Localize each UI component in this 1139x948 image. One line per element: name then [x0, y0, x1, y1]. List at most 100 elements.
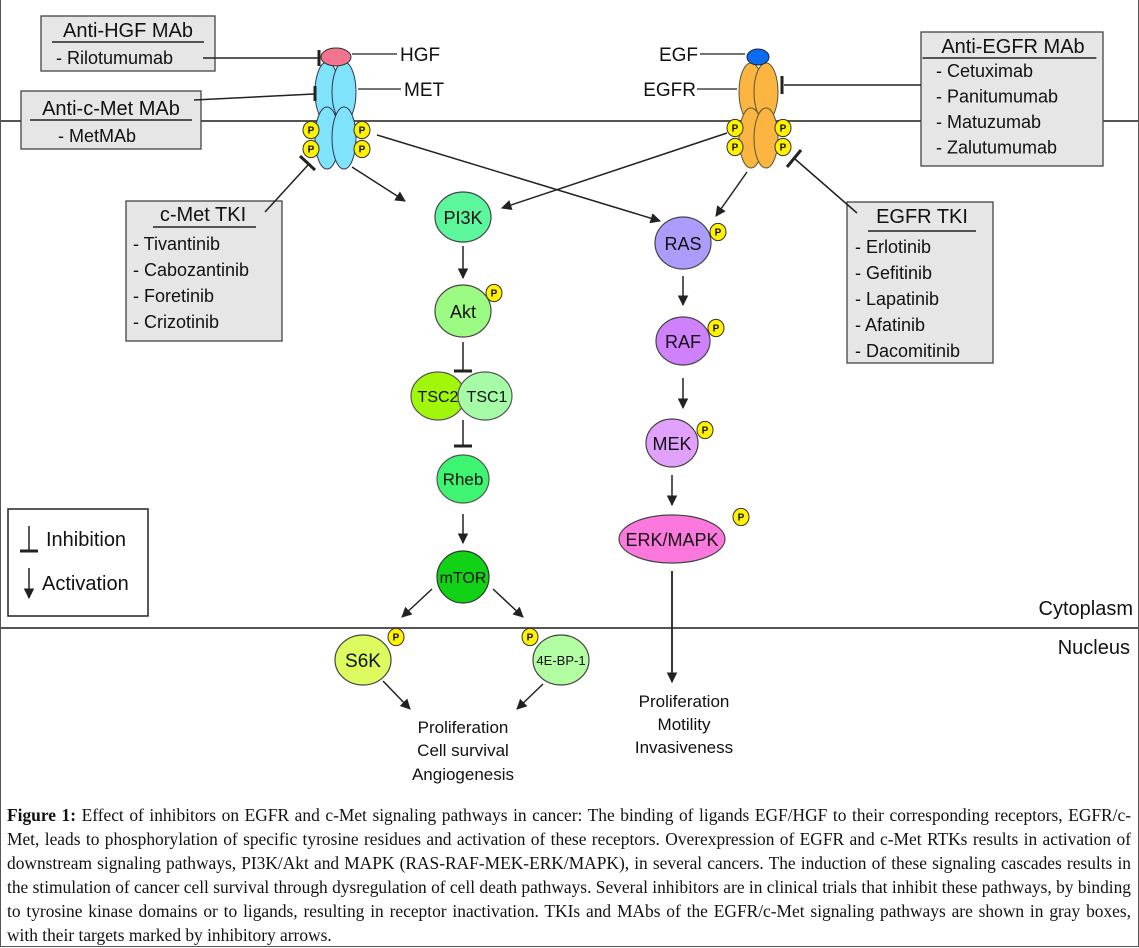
egfr-tki-box: EGFR TKI - Erlotinib - Gefitinib - Lapatin… [846, 201, 994, 364]
svg-text:4E-BP-1: 4E-BP-1 [536, 653, 585, 668]
svg-text:Rheb: Rheb [443, 470, 484, 489]
tsc1-label: TSC1 [467, 389, 508, 406]
phospho-icon: P [485, 283, 503, 303]
tsc2-label: TSC2 [418, 389, 459, 406]
svg-text:MEK: MEK [652, 434, 691, 454]
anti-cmet-title: Anti-c-Met MAb [42, 98, 180, 120]
egfr-label: EGFR [643, 80, 696, 101]
inhibition-tbar [785, 149, 803, 168]
hgf-ligand [320, 47, 352, 67]
anti-cmet-mab-box: Anti-c-Met MAb - MetMAb [20, 90, 202, 150]
svg-text:P: P [702, 426, 709, 437]
node-tsc-complex: TSC2 TSC1 [410, 371, 513, 421]
phospho-icon: P [774, 137, 792, 157]
svg-text:P: P [359, 145, 366, 156]
svg-text:P: P [715, 228, 722, 239]
node-mtor: mTOR [436, 550, 490, 604]
phospho-icon: P [353, 120, 371, 140]
svg-text:Proliferation: Proliferation [639, 692, 730, 711]
node-ras: RAS [654, 216, 712, 270]
svg-text:P: P [713, 324, 720, 335]
drug-list-item: - Panitumumab [936, 87, 1058, 107]
drug-list-item: - Foretinib [133, 286, 214, 306]
drug-list-item: - Cetuximab [936, 61, 1033, 81]
svg-text:P: P [308, 145, 315, 156]
anti-hgf-mab-box: Anti-HGF MAb - Rilotumumab [40, 15, 216, 72]
svg-text:P: P [308, 126, 315, 137]
drug-list-item: - Cabozantinib [133, 260, 249, 280]
egfr-tki-title: EGFR TKI [876, 206, 968, 228]
svg-text:Motility: Motility [658, 715, 711, 734]
phospho-icon: P [774, 118, 792, 138]
anti-egfr-mab-box: Anti-EGFR MAb - Cetuximab - Panitumumab - … [920, 31, 1104, 167]
egf-ligand [746, 48, 770, 66]
svg-text:RAS: RAS [664, 234, 701, 254]
drug-list-item: - Tivantinib [133, 234, 220, 254]
phospho-icon: P [302, 120, 320, 140]
phospho-icon: P [387, 627, 405, 647]
svg-text:ERK/MAPK: ERK/MAPK [625, 530, 718, 550]
svg-text:mTOR: mTOR [440, 570, 487, 587]
svg-text:P: P [732, 143, 739, 154]
phospho-icon: P [353, 139, 371, 159]
drug-list-item: - Matuzumab [936, 112, 1041, 132]
phospho-icon: P [726, 137, 744, 157]
drug-list-item: - Erlotinib [855, 237, 931, 257]
met-label: MET [404, 80, 445, 101]
svg-text:P: P [738, 513, 745, 524]
drug-list-item: - Afatinib [855, 315, 925, 335]
node-pi3k: PI3K [434, 191, 492, 243]
svg-text:P: P [780, 143, 787, 154]
outcome-pi3k-path: Proliferation Cell survival Angiogenesis [412, 718, 514, 784]
legend-inhibition: Inhibition [46, 529, 126, 551]
caption-text: Effect of inhibitors on EGFR and c-Met s… [7, 805, 1131, 945]
svg-text:PI3K: PI3K [443, 208, 482, 228]
svg-text:P: P [732, 124, 739, 135]
phospho-icon: P [707, 318, 725, 338]
anti-hgf-title: Anti-HGF MAb [63, 20, 193, 42]
svg-text:P: P [393, 633, 400, 644]
svg-text:P: P [780, 124, 787, 135]
drug-list-item: - Lapatinib [855, 289, 939, 309]
legend-activation: Activation [42, 573, 129, 595]
phospho-icon: P [302, 139, 320, 159]
svg-text:P: P [491, 289, 498, 300]
phospho-icon: P [732, 507, 750, 527]
figure-caption: Figure 1: Effect of inhibitors on EGFR a… [7, 803, 1131, 947]
outcome-mapk-path: Proliferation Motility Invasiveness [635, 692, 733, 757]
hgf-label: HGF [400, 45, 440, 66]
cmet-tki-box: c-Met TKI - Tivantinib- Cabozantinib- Fo… [125, 200, 283, 342]
anti-hgf-item: - Rilotumumab [56, 48, 173, 68]
node-phospho-badges: P P P P P P P [387, 222, 750, 647]
cytoplasm-label: Cytoplasm [1039, 598, 1133, 620]
phospho-icon: P [709, 222, 727, 242]
legend: Inhibition Activation [7, 508, 149, 617]
anti-cmet-item: - MetMAb [58, 126, 136, 146]
drug-list-item: - Dacomitinib [855, 341, 960, 361]
egfr-receptor [738, 62, 779, 169]
egf-label: EGF [659, 45, 698, 66]
svg-text:Proliferation: Proliferation [418, 718, 509, 737]
node-akt: Akt [434, 284, 492, 338]
drug-list-item: - Gefitinib [855, 263, 932, 283]
phospho-icon: P [726, 118, 744, 138]
svg-text:Angiogenesis: Angiogenesis [412, 765, 514, 784]
svg-text:S6K: S6K [345, 651, 381, 672]
drug-list-item: - Zalutumumab [936, 138, 1057, 158]
svg-text:RAF: RAF [665, 332, 701, 352]
anti-egfr-title: Anti-EGFR MAb [941, 36, 1084, 58]
svg-text:Akt: Akt [450, 302, 476, 322]
node-erk-mapk: ERK/MAPK [618, 514, 726, 564]
nucleus-label: Nucleus [1058, 637, 1130, 659]
node-rheb: Rheb [436, 454, 490, 504]
inhibition-tbar [298, 154, 317, 172]
node-s6k: S6K [334, 634, 392, 686]
node-4ebp1: 4E-BP-1 [532, 634, 590, 686]
svg-text:Invasiveness: Invasiveness [635, 738, 733, 757]
svg-text:P: P [527, 633, 534, 644]
phospho-icon: P [696, 420, 714, 440]
drug-list-item: - Crizotinib [133, 312, 219, 332]
